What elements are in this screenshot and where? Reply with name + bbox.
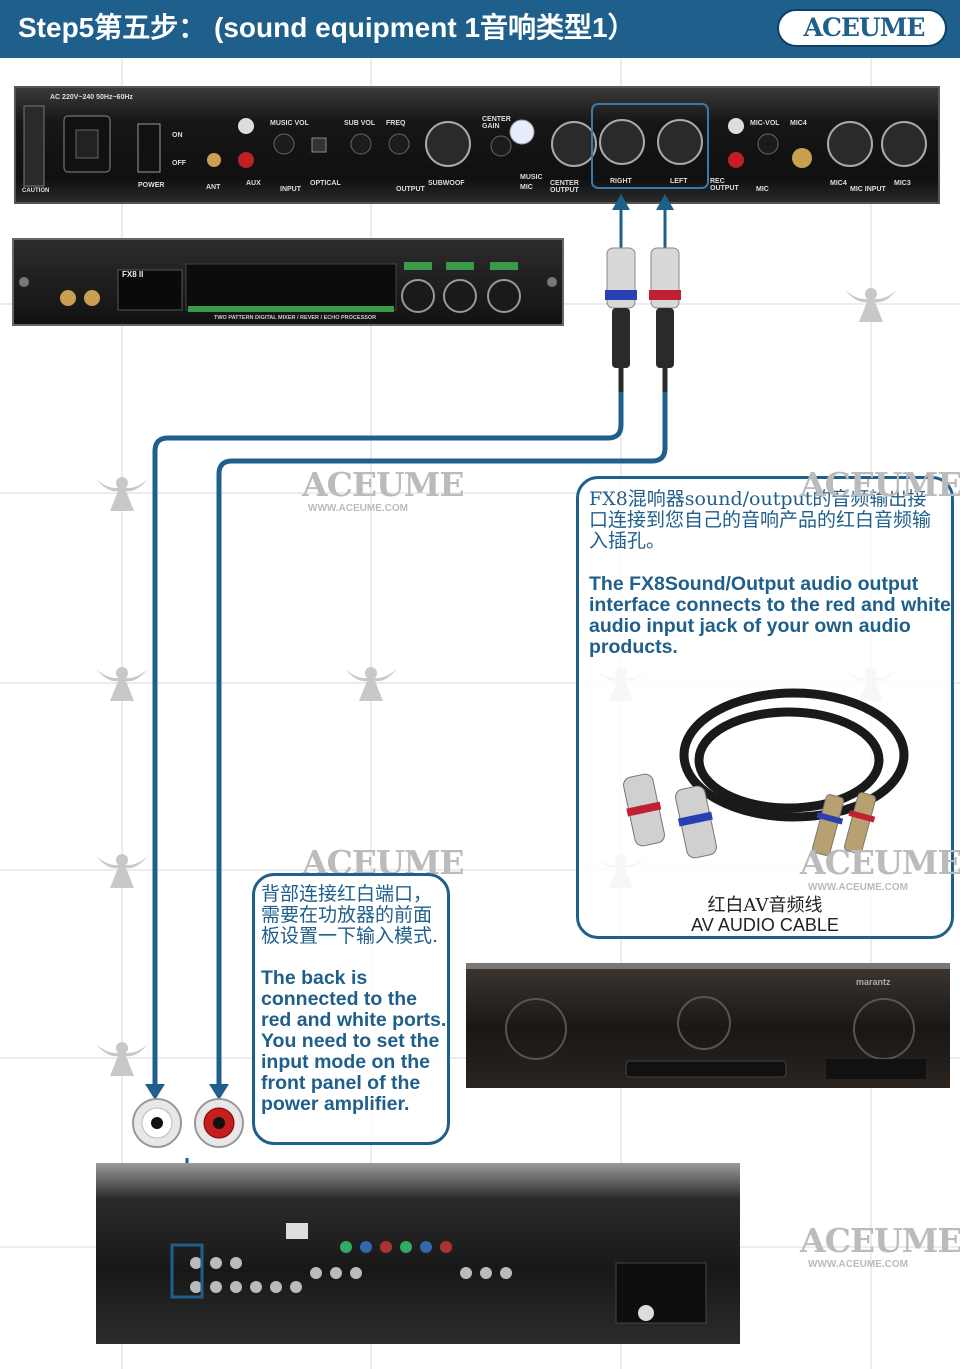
power-label: POWER [138,182,165,189]
right-output-label: RIGHT [610,178,632,185]
watermark-url: WWW.ACEUME.COM [808,1259,908,1270]
rear-panel-drawing [23,103,927,189]
amplifier-callout-text-en: The back is connected to the red and whi… [261,967,447,1115]
mic-label: MIC [520,184,533,191]
watermark-figure-icon [96,1042,148,1076]
arrow-up-icon [656,194,674,210]
mic-vol-label: MIC-VOL [750,120,780,127]
watermark-url: WWW.ACEUME.COM [308,503,408,514]
center-output-label: CENTER OUTPUT [550,180,579,194]
mic-input-label: MIC INPUT [850,186,886,193]
ant-label: ANT [206,184,221,191]
output-callout: FX8混响器sound/output的音频输出接口连接到您自己的音响产品的红白音… [576,476,954,939]
subwoof-label: SUBWOOF [428,180,465,187]
amplifier-callout-text-cn: 背部连接红白端口，需要在功放器的前面板设置一下输入模式. [261,883,439,947]
output-callout-text-en: The FX8Sound/Output audio output interfa… [589,573,951,658]
mic4-label: MIC4 [790,120,807,127]
off-label: OFF [172,160,186,167]
rec-output-label: REC OUTPUT [710,178,739,192]
arrow-down-icon [209,1084,229,1100]
xlr-plug-right-icon [649,247,681,392]
cable-label-en: AV AUDIO CABLE [691,915,839,935]
amplifier-callout: 背部连接红白端口，需要在功放器的前面板设置一下输入模式. The back is… [252,873,450,1145]
watermark-figure-icon [96,854,148,888]
brand-logo-text: ACEUME [803,13,926,42]
music-vol-label: MUSIC VOL [270,120,309,127]
brand-logo: ACEUME [777,9,947,47]
watermark-logo: ACEUME [800,843,960,882]
freq-label: FREQ [386,120,406,127]
power-rating-label: AC 220V~240 50Hz~60Hz [50,94,133,101]
watermark-figure-icon [345,667,397,701]
fx8-rear-panel: AC 220V~240 50Hz~60Hz CAUTION ON OFF POW… [14,86,940,204]
amplifier-rear-panel [96,1163,740,1344]
watermark-figure-icon [96,477,148,511]
fx8-front-panel: FX8 II TWO PATTERN DIGITAL MIXER / REVER… [12,238,564,326]
av-cable-image [623,688,909,859]
front-panel-caption: TWO PATTERN DIGITAL MIXER / REVER / ECHO… [214,315,377,321]
rca-white-jack-icon [132,1098,182,1148]
sub-vol-label: SUB VOL [344,120,376,127]
music-label: MUSIC [520,174,543,181]
mic-label-2: MIC [756,186,769,193]
aux-label: AUX [246,180,261,187]
output-label: OUTPUT [396,186,425,193]
optical-label: OPTICAL [310,180,341,187]
mic3-label: MIC3 [894,180,911,187]
input-label: INPUT [280,186,301,193]
center-gain-label: CENTER GAIN [482,116,511,130]
on-label: ON [172,132,183,139]
rear-panel-labels: AC 220V~240 50Hz~60Hz CAUTION ON OFF POW… [16,88,938,202]
caution-label: CAUTION [22,188,50,194]
watermark-logo: ACEUME [800,1221,960,1260]
xlr-plug-left-icon [605,247,637,392]
arrow-up-icon [612,194,630,210]
watermark-logo: ACEUME [800,465,960,504]
amplifier-rear-drawing [170,1223,707,1324]
watermark-url: WWW.ACEUME.COM [808,882,908,893]
watermark-figure-icon [96,667,148,701]
left-output-label: LEFT [670,178,688,185]
watermark-figure-icon [845,288,897,322]
front-panel-drawing [19,262,557,313]
cable-label-cn: 红白AV音频线 [707,895,823,916]
amplifier-front-panel: marantz [466,963,950,1088]
amplifier-brand: marantz [856,977,891,987]
arrow-down-icon [145,1084,165,1100]
front-panel-model: FX8 II [122,270,144,279]
watermark-logo: ACEUME [302,465,464,504]
mic4-label-2: MIC4 [830,180,847,187]
rca-red-jack-icon [194,1098,244,1148]
page-title: Step5第五步： (sound equipment 1音响类型1） [18,12,636,43]
output-callout-text-cn: FX8混响器sound/output的音频输出接口连接到您自己的音响产品的红白音… [589,488,932,552]
amplifier-front-drawing [505,996,926,1079]
header-bar: Step5第五步： (sound equipment 1音响类型1） ACEUM… [0,0,960,58]
